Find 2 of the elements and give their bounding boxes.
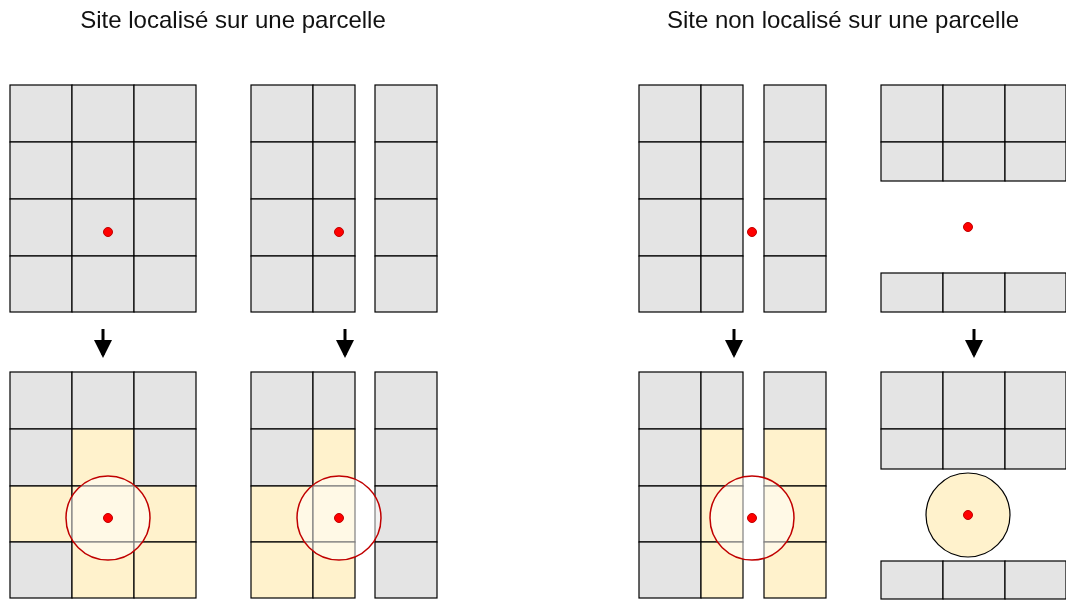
heading: Site localisé sur une parcelle [80,6,386,34]
heading: Site non localisé sur une parcelle [666,6,1020,34]
